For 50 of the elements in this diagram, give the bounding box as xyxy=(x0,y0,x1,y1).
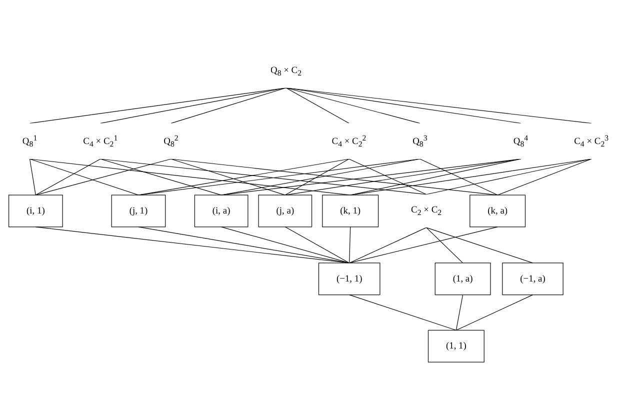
node-box: (−1, a) xyxy=(502,262,564,296)
connector xyxy=(284,158,522,196)
node-box: (k, a) xyxy=(470,194,526,228)
connector xyxy=(349,227,427,264)
node-text: Q$_{8}$ × C$_{2}$ xyxy=(270,65,302,78)
node-box: (j, 1) xyxy=(111,194,166,228)
node-box: (1, 1) xyxy=(428,330,484,362)
connector xyxy=(497,158,592,196)
connector xyxy=(35,158,172,196)
connector xyxy=(30,158,36,196)
connector xyxy=(349,226,498,264)
connector xyxy=(286,88,522,124)
connector xyxy=(348,158,427,195)
connector xyxy=(170,88,286,124)
node-box: (1, a) xyxy=(434,262,491,296)
connector xyxy=(426,227,464,264)
connector xyxy=(426,227,534,264)
connector xyxy=(284,226,350,264)
node-box: (j, a) xyxy=(258,194,312,228)
connector xyxy=(170,158,286,196)
connector xyxy=(35,158,101,196)
connector xyxy=(349,294,456,331)
connector xyxy=(456,294,534,331)
connector xyxy=(221,158,420,196)
connector xyxy=(420,158,498,196)
node-box: (k, 1) xyxy=(322,194,379,228)
connector xyxy=(221,226,350,264)
connector xyxy=(138,158,350,196)
connector xyxy=(426,158,592,195)
connector xyxy=(35,226,350,264)
node-box: (−1, 1) xyxy=(318,262,380,296)
connector xyxy=(350,158,592,196)
connector xyxy=(286,88,592,124)
connector xyxy=(221,158,522,196)
connector xyxy=(30,158,139,196)
connector xyxy=(170,158,498,196)
connector xyxy=(286,88,350,124)
connector xyxy=(286,88,420,124)
connector xyxy=(456,294,464,331)
connector xyxy=(100,88,286,124)
connector xyxy=(100,158,222,196)
connector xyxy=(138,226,350,264)
connector xyxy=(350,158,522,196)
node-box: (i, 1) xyxy=(8,194,63,228)
node-text: C$_{2}$ × C$_{2}$ xyxy=(411,205,442,218)
connector xyxy=(30,88,286,124)
connector xyxy=(30,158,351,196)
connector xyxy=(284,158,350,196)
node-box: (i, a) xyxy=(194,194,248,228)
connector xyxy=(349,226,351,264)
